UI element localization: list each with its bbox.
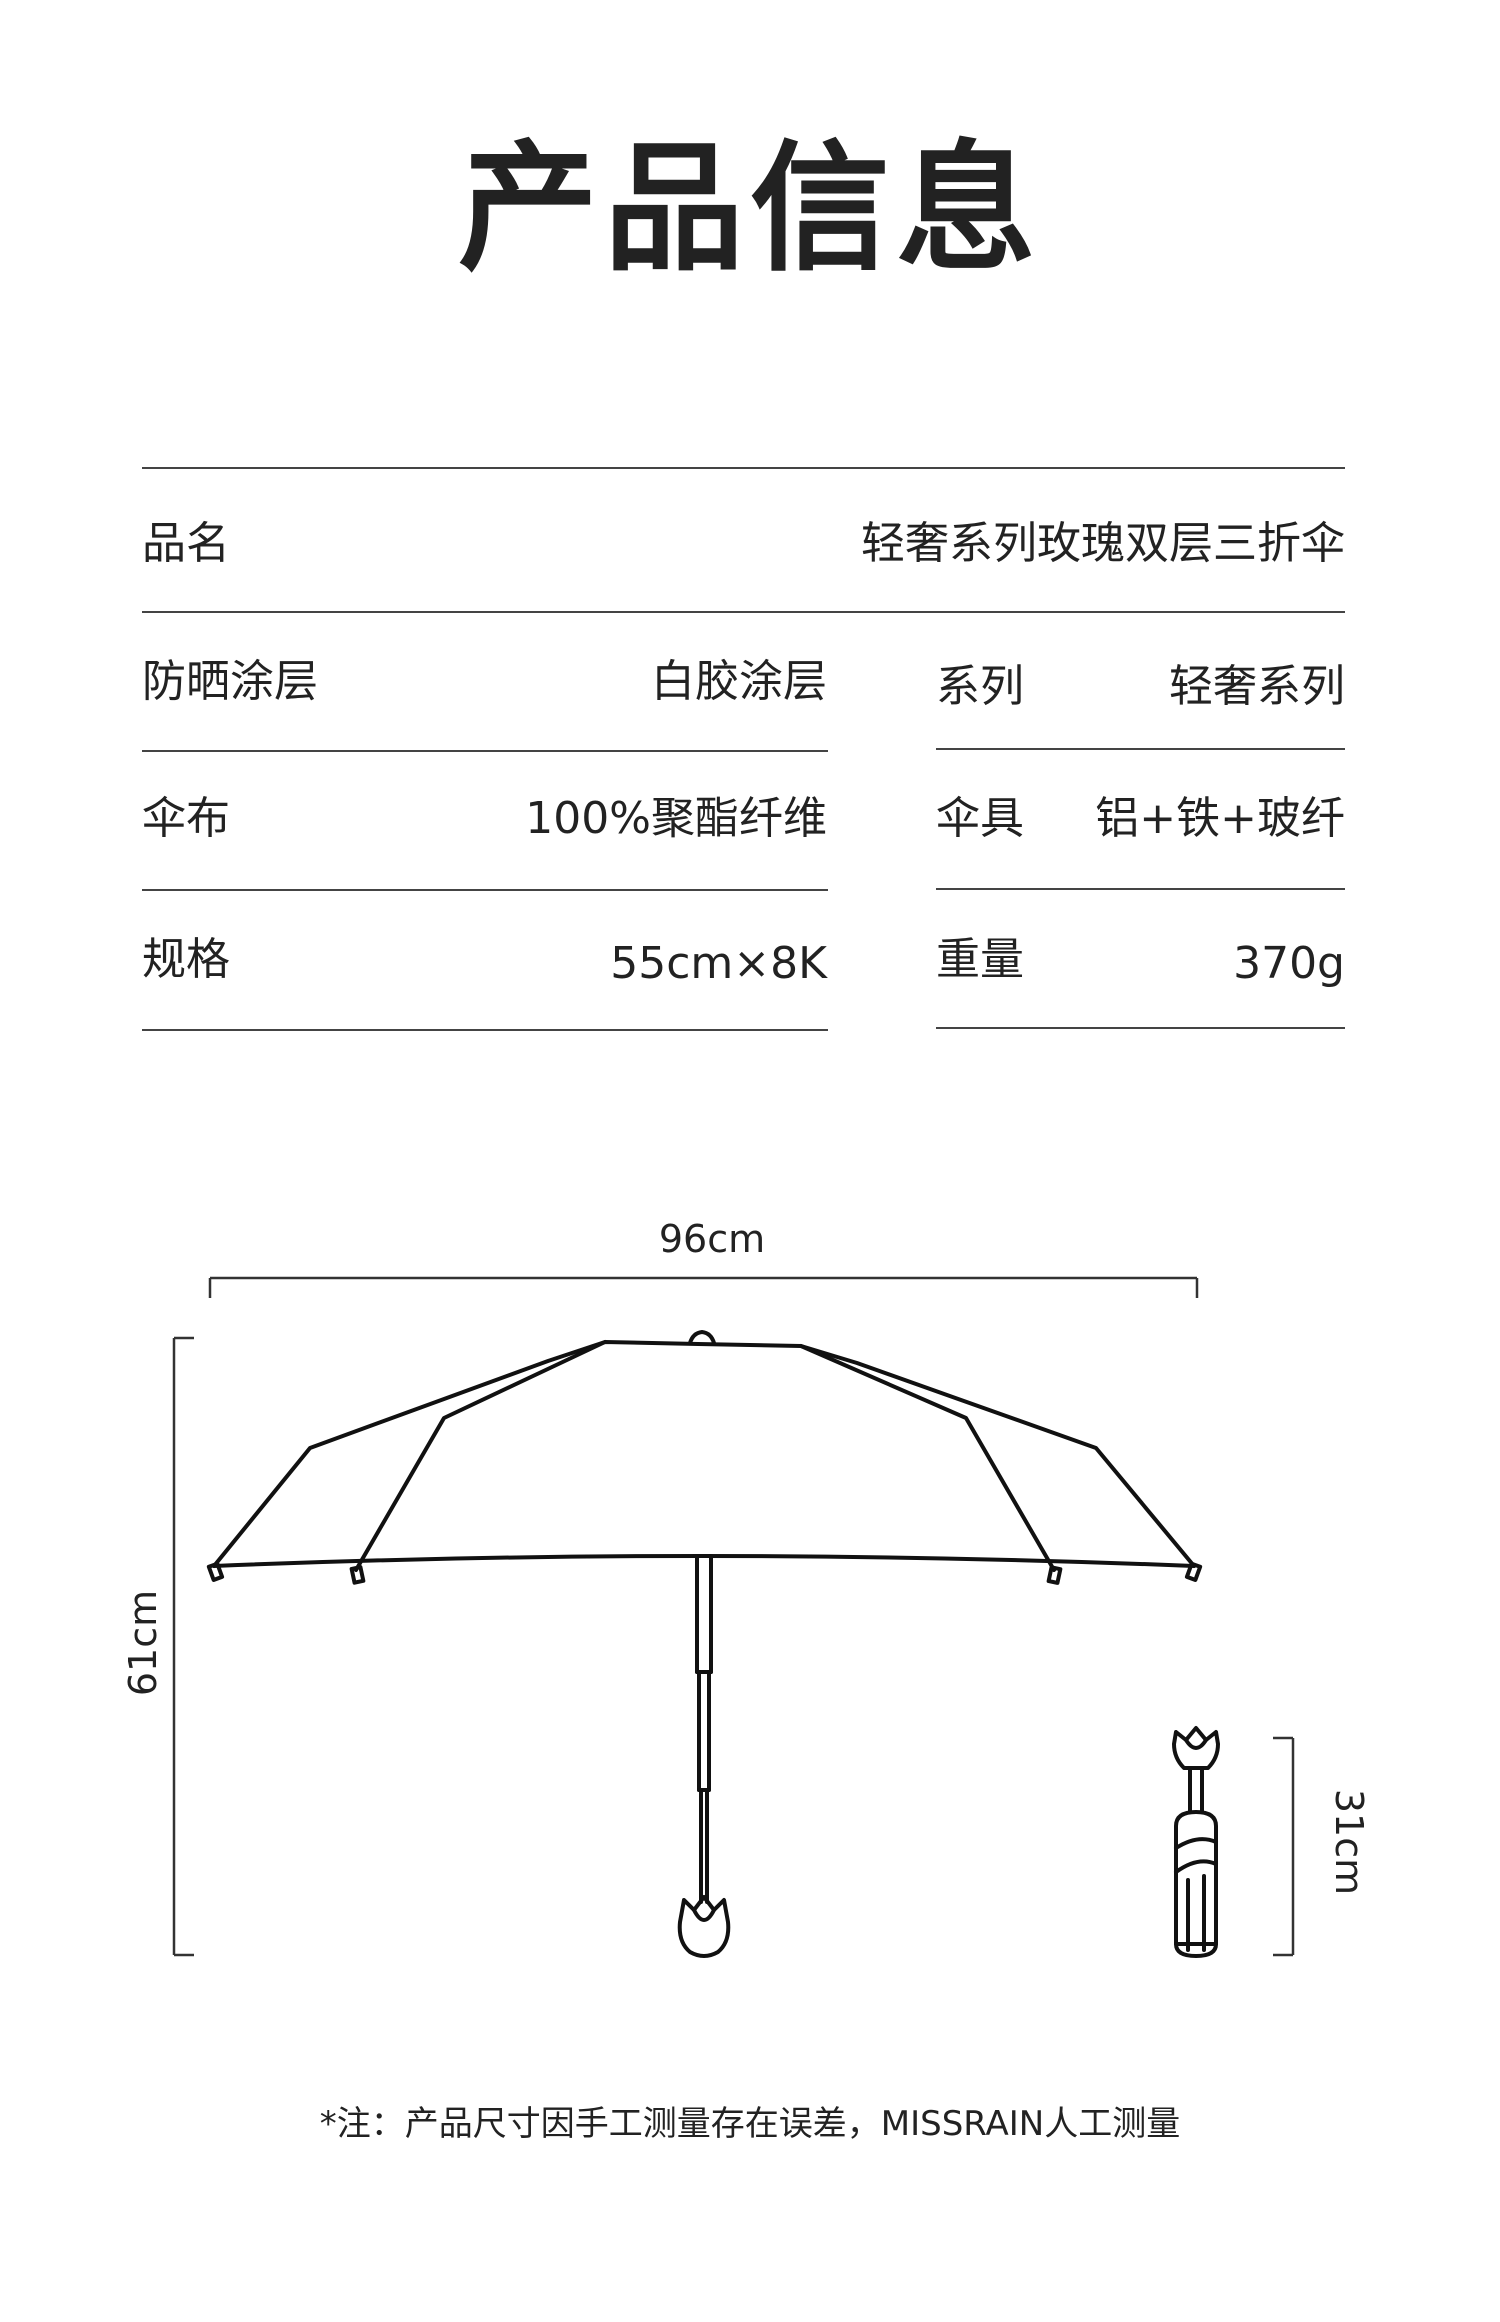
height-dimension-label: 61cm bbox=[121, 1590, 165, 1696]
width-dimension-bracket bbox=[208, 1276, 1199, 1298]
series-divider bbox=[936, 748, 1345, 750]
coating-divider bbox=[142, 750, 828, 752]
product-name-label: 品名 bbox=[142, 518, 230, 569]
fabric-divider bbox=[142, 889, 828, 891]
height-dimension-bracket bbox=[172, 1336, 194, 1957]
fabric-value: 100%聚酯纤维 bbox=[525, 793, 827, 844]
weight-label: 重量 bbox=[936, 934, 1024, 985]
size-divider bbox=[142, 1029, 828, 1031]
series-label: 系列 bbox=[936, 661, 1024, 712]
open-umbrella-drawing bbox=[206, 1330, 1203, 1958]
size-value: 55cm×8K bbox=[610, 938, 827, 989]
folded-length-bracket bbox=[1273, 1736, 1295, 1957]
coating-value: 白胶涂层 bbox=[651, 656, 827, 707]
weight-value: 370g bbox=[1233, 938, 1345, 989]
frame-label: 伞具 bbox=[936, 793, 1024, 844]
frame-divider bbox=[936, 888, 1345, 890]
frame-value: 铝+铁+玻纤 bbox=[1095, 793, 1345, 844]
page-title: 产品信息 bbox=[457, 128, 1042, 291]
product-name-divider bbox=[142, 611, 1345, 613]
weight-divider bbox=[936, 1027, 1345, 1029]
series-value: 轻奢系列 bbox=[1169, 661, 1345, 712]
coating-label: 防晒涂层 bbox=[142, 656, 318, 707]
table-top-divider bbox=[142, 467, 1345, 469]
product-name-value: 轻奢系列玫瑰双层三折伞 bbox=[861, 518, 1345, 569]
folded-umbrella-drawing bbox=[1172, 1726, 1220, 1958]
fabric-label: 伞布 bbox=[142, 793, 230, 844]
size-label: 规格 bbox=[142, 934, 230, 985]
folded-length-label: 31cm bbox=[1327, 1789, 1371, 1895]
width-dimension-label: 96cm bbox=[659, 1217, 765, 1261]
measurement-note: *注：产品尺寸因手工测量存在误差，MISSRAIN人工测量 bbox=[319, 2104, 1181, 2144]
